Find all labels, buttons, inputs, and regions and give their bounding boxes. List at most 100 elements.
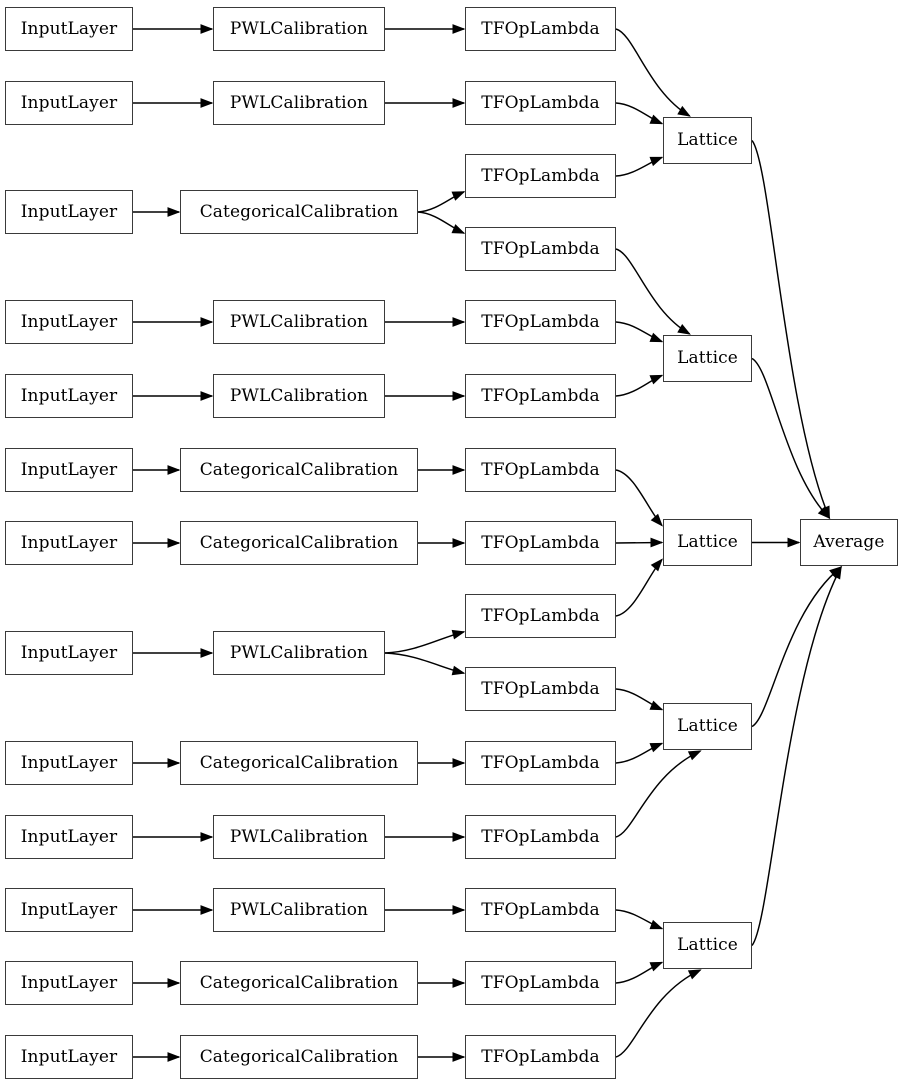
arrowhead-icon-op2-to-lat1 <box>649 114 664 125</box>
node-label: TFOpLambda <box>481 605 600 626</box>
arrowhead-icon-cal4-to-op5 <box>452 317 466 327</box>
node-cal9[interactable]: CategoricalCalibration <box>180 741 418 785</box>
node-in13[interactable]: InputLayer <box>5 1035 133 1079</box>
edge-lat5-to-avg <box>751 566 842 946</box>
node-label: InputLayer <box>20 201 118 222</box>
node-cal3[interactable]: CategoricalCalibration <box>180 190 418 234</box>
node-label: PWLCalibration <box>229 92 369 113</box>
edge-op11-to-lat4 <box>615 742 663 764</box>
edge-op2-to-lat1 <box>615 102 663 125</box>
arrowhead-icon-in10-to-cal10 <box>200 832 214 842</box>
node-cal11[interactable]: PWLCalibration <box>213 888 385 932</box>
node-op8[interactable]: TFOpLambda <box>465 521 616 565</box>
node-in7[interactable]: InputLayer <box>5 521 133 565</box>
node-label: CategoricalCalibration <box>199 1046 399 1067</box>
arrowhead-icon-cal13-to-op15 <box>452 1052 466 1062</box>
node-cal13[interactable]: CategoricalCalibration <box>180 1035 418 1079</box>
node-lat5[interactable]: Lattice <box>663 922 752 969</box>
edge-op3-to-lat1 <box>615 156 663 177</box>
node-op6[interactable]: TFOpLambda <box>465 374 616 418</box>
node-op7[interactable]: TFOpLambda <box>465 448 616 492</box>
node-label: Lattice <box>677 716 738 736</box>
arrowhead-icon-cal8-to-op10 <box>451 665 466 676</box>
edge-lat1-to-avg <box>751 140 831 519</box>
node-op1[interactable]: TFOpLambda <box>465 7 616 51</box>
node-label: TFOpLambda <box>481 18 600 39</box>
node-lat1[interactable]: Lattice <box>663 117 752 164</box>
arrowhead-icon-in5-to-cal5 <box>200 391 214 401</box>
edge-op10-to-lat4 <box>615 688 663 711</box>
node-in9[interactable]: InputLayer <box>5 741 133 785</box>
node-cal10[interactable]: PWLCalibration <box>213 815 385 859</box>
arrowhead-icon-op6-to-lat2 <box>649 374 664 385</box>
arrowhead-icon-cal9-to-op11 <box>452 758 466 768</box>
node-in4[interactable]: InputLayer <box>5 300 133 344</box>
arrowhead-icon-in9-to-cal9 <box>167 758 181 768</box>
arrowhead-icon-in13-to-cal13 <box>167 1052 181 1062</box>
node-in6[interactable]: InputLayer <box>5 448 133 492</box>
node-in11[interactable]: InputLayer <box>5 888 133 932</box>
edge-cal8-to-op10 <box>384 652 465 674</box>
node-in2[interactable]: InputLayer <box>5 81 133 125</box>
node-label: InputLayer <box>20 826 118 847</box>
node-in5[interactable]: InputLayer <box>5 374 133 418</box>
node-op15[interactable]: TFOpLambda <box>465 1035 616 1079</box>
node-label: InputLayer <box>20 532 118 553</box>
node-op5[interactable]: TFOpLambda <box>465 300 616 344</box>
node-lat2[interactable]: Lattice <box>663 335 752 382</box>
node-cal5[interactable]: PWLCalibration <box>213 374 385 418</box>
node-label: CategoricalCalibration <box>199 201 399 222</box>
node-cal6[interactable]: CategoricalCalibration <box>180 448 418 492</box>
arrowhead-icon-cal7-to-op8 <box>452 538 466 548</box>
node-label: PWLCalibration <box>229 311 369 332</box>
node-label: TFOpLambda <box>481 532 600 553</box>
arrowhead-icon-op5-to-lat2 <box>649 332 664 343</box>
arrowhead-icon-cal5-to-op6 <box>452 391 466 401</box>
edge-op4-to-lat2 <box>615 248 691 335</box>
edge-cal3-to-op3 <box>417 191 465 213</box>
arrowhead-icon-cal3-to-op3 <box>451 191 466 201</box>
node-cal4[interactable]: PWLCalibration <box>213 300 385 344</box>
node-label: TFOpLambda <box>481 752 600 773</box>
node-cal12[interactable]: CategoricalCalibration <box>180 961 418 1005</box>
node-in12[interactable]: InputLayer <box>5 961 133 1005</box>
arrowhead-icon-in12-to-cal12 <box>167 978 181 988</box>
node-op14[interactable]: TFOpLambda <box>465 961 616 1005</box>
edge-cal8-to-op9 <box>384 631 465 654</box>
node-label: TFOpLambda <box>481 678 600 699</box>
node-lat4[interactable]: Lattice <box>663 703 752 750</box>
node-op2[interactable]: TFOpLambda <box>465 81 616 125</box>
arrowhead-icon-op11-to-lat4 <box>649 742 664 753</box>
node-cal8[interactable]: PWLCalibration <box>213 631 385 675</box>
node-in10[interactable]: InputLayer <box>5 815 133 859</box>
arrowhead-icon-op1-to-lat1 <box>677 105 691 117</box>
node-avg[interactable]: Average <box>800 519 898 566</box>
node-in8[interactable]: InputLayer <box>5 631 133 675</box>
arrowhead-icon-op3-to-lat1 <box>649 156 664 167</box>
node-label: InputLayer <box>20 1046 118 1067</box>
node-lat3[interactable]: Lattice <box>663 519 752 566</box>
node-label: Lattice <box>677 130 738 150</box>
node-label: PWLCalibration <box>229 899 369 920</box>
node-op12[interactable]: TFOpLambda <box>465 815 616 859</box>
node-label: Lattice <box>677 532 738 552</box>
node-in3[interactable]: InputLayer <box>5 190 133 234</box>
node-op4[interactable]: TFOpLambda <box>465 227 616 271</box>
node-op13[interactable]: TFOpLambda <box>465 888 616 932</box>
node-op3[interactable]: TFOpLambda <box>465 154 616 198</box>
node-cal7[interactable]: CategoricalCalibration <box>180 521 418 565</box>
node-in1[interactable]: InputLayer <box>5 7 133 51</box>
node-op11[interactable]: TFOpLambda <box>465 741 616 785</box>
edge-op5-to-lat2 <box>615 321 663 343</box>
node-cal2[interactable]: PWLCalibration <box>213 81 385 125</box>
node-op10[interactable]: TFOpLambda <box>465 667 616 711</box>
node-op9[interactable]: TFOpLambda <box>465 594 616 638</box>
node-label: TFOpLambda <box>481 826 600 847</box>
arrowhead-icon-op14-to-lat5 <box>649 961 664 972</box>
edge-op6-to-lat2 <box>615 374 663 397</box>
arrowhead-icon-op12-to-lat4 <box>687 750 702 761</box>
arrowhead-icon-in4-to-cal4 <box>200 317 214 327</box>
node-cal1[interactable]: PWLCalibration <box>213 7 385 51</box>
